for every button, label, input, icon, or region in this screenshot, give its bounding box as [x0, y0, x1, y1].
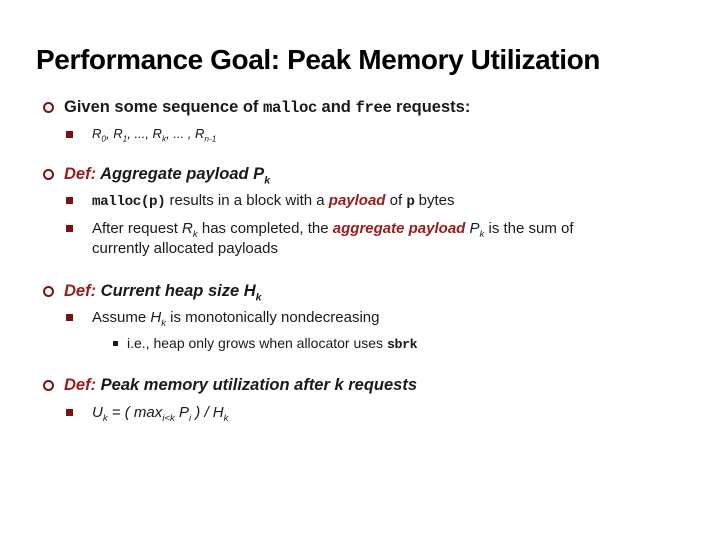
text-segment: , R: [106, 125, 123, 141]
square-red-glyph: [66, 197, 73, 204]
text-segment: and: [316, 98, 356, 117]
text-segment: bytes: [414, 192, 455, 209]
text-segment: k: [223, 412, 229, 424]
line-text: After request Rk has completed, the aggr…: [92, 219, 704, 260]
bullet-line: Uk = ( maxi<k Pi ) / Hk: [36, 403, 704, 424]
text-segment: Def:: [64, 282, 101, 301]
text-segment: U: [92, 403, 103, 421]
text-segment: P: [469, 219, 480, 237]
text-segment: currently allocated payloads: [92, 240, 278, 258]
text-segment: k: [102, 412, 108, 424]
circle-bullet-icon: [36, 281, 64, 298]
text-segment: k: [255, 291, 262, 304]
line-text: i.e., heap only grows when allocator use…: [127, 334, 704, 354]
circle-bullet-icon: [36, 164, 64, 180]
text-segment: Def:: [64, 164, 101, 183]
circle-bullet-icon: [36, 375, 64, 392]
circle-glyph: [43, 286, 54, 298]
text-segment: results in a block with a: [165, 192, 329, 209]
text-segment: is the sum of: [484, 219, 574, 237]
text-segment: , ... , R: [166, 125, 205, 141]
line-text: malloc(p) results in a block with a payl…: [92, 191, 704, 213]
text-segment: R: [92, 125, 102, 141]
line-text: Def: Peak memory utilization after k req…: [64, 375, 704, 396]
text-segment: = ( max: [107, 403, 163, 421]
text-segment: ) / H: [191, 403, 224, 421]
square-red-bullet-icon: [36, 125, 92, 138]
text-segment: Current heap size H: [100, 282, 256, 301]
text-segment: i.e., heap only grows when allocator use…: [127, 335, 387, 352]
bullet-line: After request Rk has completed, the aggr…: [36, 219, 704, 260]
text-segment: Assume: [92, 309, 151, 327]
text-segment: requests:: [391, 98, 471, 117]
line-text: R0, R1, ..., Rk, ... , Rn-1: [92, 125, 704, 143]
text-segment: 1: [122, 133, 128, 144]
text-segment: n-1: [204, 133, 217, 144]
text-segment: Peak memory utilization after k requests: [100, 376, 418, 395]
circle-glyph: [43, 102, 54, 114]
text-segment: is monotonically nondecreasing: [166, 309, 380, 327]
square-black-glyph: [113, 341, 118, 347]
text-segment: p: [406, 194, 415, 210]
text-segment: i<k: [162, 412, 175, 424]
text-segment: aggregate payload: [332, 219, 470, 237]
text-segment: free: [355, 99, 392, 118]
text-segment: payload: [328, 192, 386, 209]
line-text: Def: Current heap size Hk: [64, 281, 704, 304]
slide-title: Performance Goal: Peak Memory Utilizatio…: [36, 44, 600, 75]
text-segment: sbrk: [386, 337, 418, 353]
circle-glyph: [43, 168, 54, 180]
text-segment: k: [161, 318, 166, 330]
bullet-line: Def: Aggregate payload Pk: [36, 164, 704, 185]
bullet-line: R0, R1, ..., Rk, ... , Rn-1: [36, 125, 704, 143]
bullet-line: Def: Current heap size Hk: [36, 281, 704, 304]
line-text: Uk = ( maxi<k Pi ) / Hk: [92, 403, 704, 424]
line-text: Def: Aggregate payload Pk: [64, 164, 704, 186]
text-segment: R: [182, 219, 193, 237]
text-segment: of: [385, 192, 407, 209]
text-segment: Aggregate payload P: [100, 164, 265, 183]
bullet-line: i.e., heap only grows when allocator use…: [36, 334, 704, 354]
text-segment: i: [188, 412, 192, 424]
text-segment: , ..., R: [127, 125, 162, 141]
circle-bullet-icon: [36, 97, 64, 114]
text-segment: Def:: [64, 376, 101, 395]
bullet-line: Assume Hk is monotonically nondecreasing: [36, 308, 704, 329]
text-segment: After request: [92, 219, 183, 237]
square-red-glyph: [66, 408, 73, 416]
square-red-bullet-icon: [36, 403, 92, 416]
bullet-line: Def: Peak memory utilization after k req…: [36, 375, 704, 396]
text-segment: P: [174, 403, 189, 421]
square-red-bullet-icon: [36, 219, 92, 232]
square-red-glyph: [66, 130, 73, 138]
text-segment: k: [479, 228, 485, 240]
text-segment: malloc(p): [92, 194, 166, 210]
bullet-line: malloc(p) results in a block with a payl…: [36, 191, 704, 213]
text-segment: k: [192, 228, 198, 240]
text-segment: Given some sequence of: [64, 98, 263, 117]
line-text: Given some sequence of malloc and free r…: [64, 97, 704, 118]
slide-content: Given some sequence of malloc and free r…: [36, 97, 704, 423]
text-segment: H: [150, 309, 162, 327]
text-segment: k: [264, 173, 271, 186]
text-segment: malloc: [262, 99, 317, 118]
square-red-glyph: [66, 224, 73, 232]
text-segment: k: [161, 133, 167, 144]
square-red-glyph: [66, 314, 73, 322]
square-black-bullet-icon: [36, 334, 127, 347]
text-segment: 0: [101, 133, 107, 144]
square-red-bullet-icon: [36, 191, 92, 204]
square-red-bullet-icon: [36, 308, 92, 322]
line-text: Assume Hk is monotonically nondecreasing: [92, 308, 704, 329]
circle-glyph: [43, 380, 54, 392]
bullet-line: Given some sequence of malloc and free r…: [36, 97, 704, 118]
text-segment: has completed, the: [197, 219, 333, 237]
